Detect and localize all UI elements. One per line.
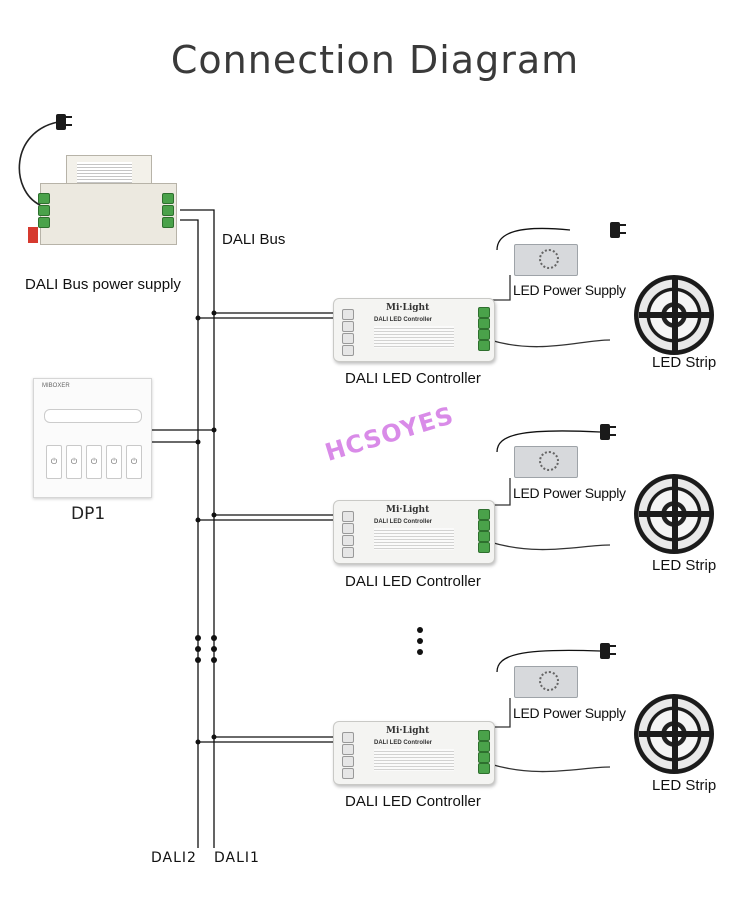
plug-icons (56, 114, 626, 659)
led-strip-reel-3 (634, 694, 714, 774)
bus-wire-dali2 (180, 219, 199, 848)
bus-power-supply-label: DALI Bus power supply (25, 276, 181, 293)
bus-wire-dali1 (180, 209, 215, 848)
controller-1-label: DALI LED Controller (345, 370, 481, 387)
strip-1-cable (489, 339, 611, 348)
strip-3-cable (489, 763, 611, 773)
led-strip-reel-1 (634, 275, 714, 355)
psu-2-output-wire (488, 478, 511, 506)
led-strip-1-label: LED Strip (652, 354, 717, 371)
led-power-supply-3 (514, 666, 578, 698)
controller-brand: Mi·Light (386, 303, 430, 313)
led-power-supply-2 (514, 446, 578, 478)
mains-cable (18, 121, 59, 206)
controller-2-label: DALI LED Controller (345, 573, 481, 590)
controller-brand: Mi·Light (386, 505, 430, 515)
led-power-supply-2-label: LED Power Supply (513, 485, 626, 501)
controller-model: DALI LED Controller (374, 740, 432, 746)
panel-key-5: ⏻ (126, 445, 142, 479)
dali-led-controller-1: Mi·Light DALI LED Controller (333, 298, 495, 362)
psu-2-mains-cable (496, 430, 601, 453)
diagram-title: Connection Diagram (170, 38, 580, 82)
fan-icon (539, 671, 559, 691)
fan-icon (539, 249, 559, 269)
dali-led-controller-3: Mi·Light DALI LED Controller (333, 721, 495, 785)
led-strip-2-label: LED Strip (652, 557, 717, 574)
panel-key-3: ⏻ (86, 445, 102, 479)
panel-brand: MIBOXER (42, 383, 70, 389)
psu-1-output-wire (488, 275, 511, 301)
din-clip (28, 227, 38, 243)
dali1-label: DALI1 (214, 850, 260, 866)
dp1-panel: MIBOXER ⏻ ⏻ ⏻ ⏻ ⏻ (33, 378, 152, 498)
dali-bus-power-supply (28, 155, 177, 245)
controller-model: DALI LED Controller (374, 317, 432, 323)
strip-2-cable (489, 541, 611, 551)
controller-brand: Mi·Light (386, 726, 430, 736)
controller-3-label: DALI LED Controller (345, 793, 481, 810)
dp1-label: DP1 (71, 504, 106, 524)
psu-1-mains-cable (496, 227, 571, 251)
led-strip-reel-2 (634, 474, 714, 554)
led-strip-3-label: LED Strip (652, 777, 717, 794)
brightness-bar (44, 409, 142, 423)
led-power-supply-1-label: LED Power Supply (513, 282, 626, 298)
fan-icon (539, 451, 559, 471)
led-power-supply-3-label: LED Power Supply (513, 705, 626, 721)
power-supply-body (40, 183, 177, 245)
psu-3-output-wire (488, 698, 511, 728)
panel-key-1: ⏻ (46, 445, 62, 479)
panel-key-2: ⏻ (66, 445, 82, 479)
controller-model: DALI LED Controller (374, 519, 432, 525)
psu-3-mains-cable (496, 649, 601, 673)
dali-led-controller-2: Mi·Light DALI LED Controller (333, 500, 495, 564)
dali-bus-label: DALI Bus (222, 231, 286, 248)
panel-key-4: ⏻ (106, 445, 122, 479)
led-power-supply-1 (514, 244, 578, 276)
dali2-label: DALI2 (151, 850, 197, 866)
